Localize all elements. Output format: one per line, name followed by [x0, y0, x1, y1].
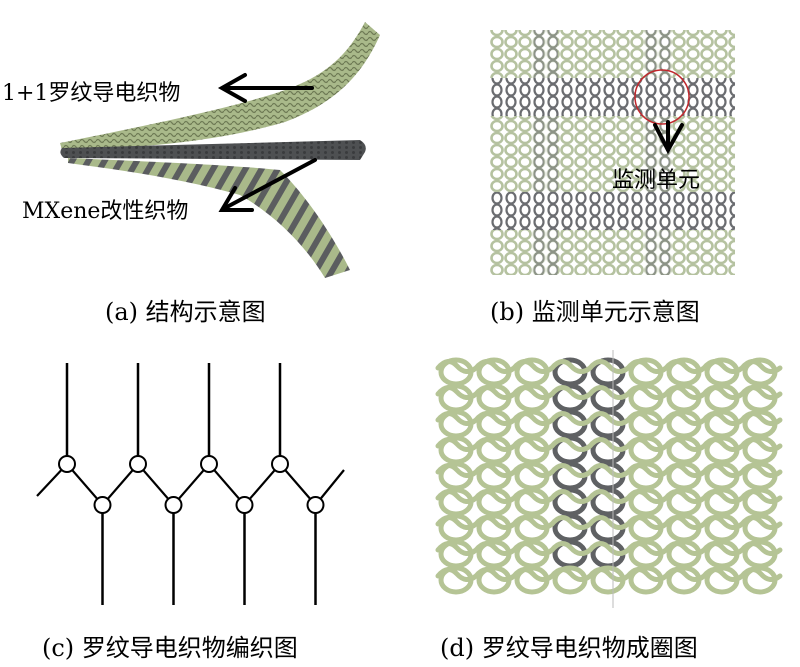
mxene-layer — [60, 140, 366, 160]
panel-c-knitting-diagram — [0, 340, 400, 620]
rib-knit-notation — [36, 363, 345, 605]
loop-node — [129, 455, 147, 473]
loop-node — [93, 496, 112, 514]
fabric-grid-illustration — [490, 30, 735, 275]
panel-d-loop-diagram — [420, 340, 800, 620]
course-yarn — [435, 515, 783, 530]
arrow-down-icon — [653, 120, 684, 155]
conductive-band-top — [490, 78, 735, 116]
arrow-to-mxene-fabric — [218, 158, 317, 212]
caption-a: (a) 结构示意图 — [105, 298, 266, 326]
course-yarn — [435, 489, 783, 504]
conductive-column-left — [532, 30, 558, 275]
rib-loop-illustration — [435, 350, 783, 608]
course-yarn — [435, 437, 783, 452]
loop-node — [200, 455, 218, 473]
caption-c: (c) 罗纹导电织物编织图 — [42, 634, 298, 662]
monitor-unit-label: 监测单元 — [612, 168, 701, 193]
layered-fabric-illustration — [60, 22, 380, 278]
course-yarn — [435, 541, 783, 556]
arrow-to-rib-fabric — [217, 73, 314, 103]
monitor-unit-highlight — [634, 69, 690, 125]
panel-b-monitoring-unit: 监测单元 — [420, 0, 800, 300]
lower-fabric-layer — [68, 158, 350, 278]
loop-node — [235, 496, 254, 514]
course-yarn — [435, 359, 783, 374]
loop-node — [58, 455, 76, 473]
mxene-fabric-label: MXene改性织物 — [22, 199, 189, 224]
caption-b: (b) 监测单元示意图 — [490, 298, 700, 326]
rib-fabric-label: 1+1罗纹导电织物 — [2, 81, 181, 106]
fabric-base — [490, 30, 735, 275]
loop-node — [306, 496, 325, 514]
caption-d: (d) 罗纹导电织物成圈图 — [440, 634, 698, 662]
course-yarn — [435, 463, 783, 478]
panel-a-structure: 1+1罗纹导电织物 MXene改性织物 — [0, 0, 400, 300]
course-yarn — [435, 411, 783, 426]
course-yarn — [435, 567, 783, 582]
conductive-band-bottom — [490, 192, 735, 230]
loop-node — [164, 496, 183, 514]
loop-node — [271, 455, 289, 473]
rib-fabric-layer — [60, 22, 380, 150]
course-yarn — [435, 385, 783, 400]
yarn-path — [36, 462, 345, 507]
